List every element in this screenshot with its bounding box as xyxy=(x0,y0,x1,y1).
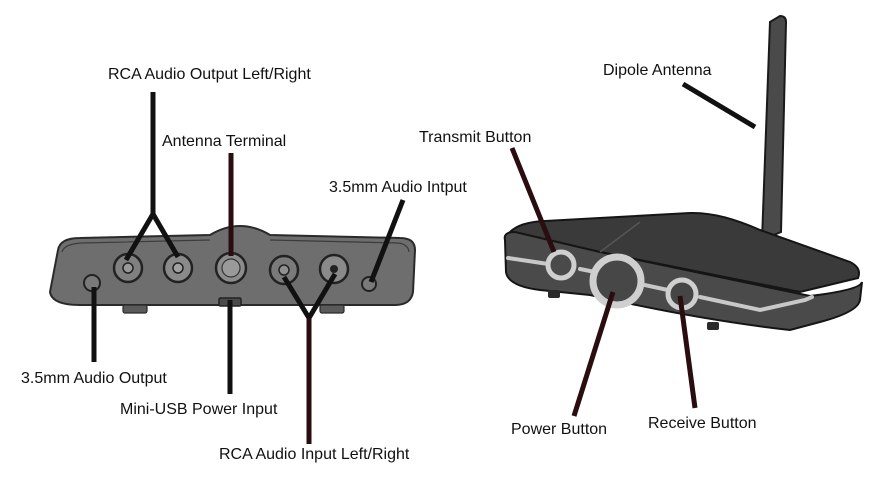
front-foot-left xyxy=(548,290,560,298)
label-usb-power: Mini-USB Power Input xyxy=(120,401,278,418)
label-rca-audio-input: RCA Audio Input Left/Right xyxy=(219,446,410,463)
label-transmit-button: Transmit Button xyxy=(419,129,532,146)
power-button xyxy=(589,253,645,309)
transmit-button xyxy=(545,249,577,281)
label-dipole-antenna: Dipole Antenna xyxy=(603,62,712,79)
leader-rca-output-left xyxy=(123,212,156,262)
leader-rca-input-left xyxy=(281,275,312,320)
label-receive-button: Receive Button xyxy=(648,415,757,432)
rear-panel-device xyxy=(48,224,417,314)
label-audio-output: 3.5mm Audio Output xyxy=(21,370,167,387)
leader-audio-input xyxy=(368,199,406,283)
label-rca-audio-output: RCA Audio Output Left/Right xyxy=(108,66,311,83)
leader-power-button xyxy=(571,291,616,417)
dipole-antenna xyxy=(760,14,788,242)
front-foot-right xyxy=(707,322,719,330)
leader-rca-input-right xyxy=(306,272,338,320)
rear-leader-lines xyxy=(91,92,406,444)
front-leader-lines xyxy=(509,81,757,417)
leader-receive-button xyxy=(677,295,698,409)
label-antenna-terminal: Antenna Terminal xyxy=(162,133,287,150)
leader-dipole-antenna xyxy=(681,81,757,130)
label-audio-input: 3.5mm Audio Intput xyxy=(329,179,467,196)
label-power-button: Power Button xyxy=(511,421,608,438)
leader-transmit-button xyxy=(509,147,557,253)
rear-foot-right xyxy=(319,304,345,314)
leader-rca-output-right xyxy=(150,212,181,259)
front-unit-device xyxy=(503,14,863,332)
rear-foot-left xyxy=(122,304,148,314)
